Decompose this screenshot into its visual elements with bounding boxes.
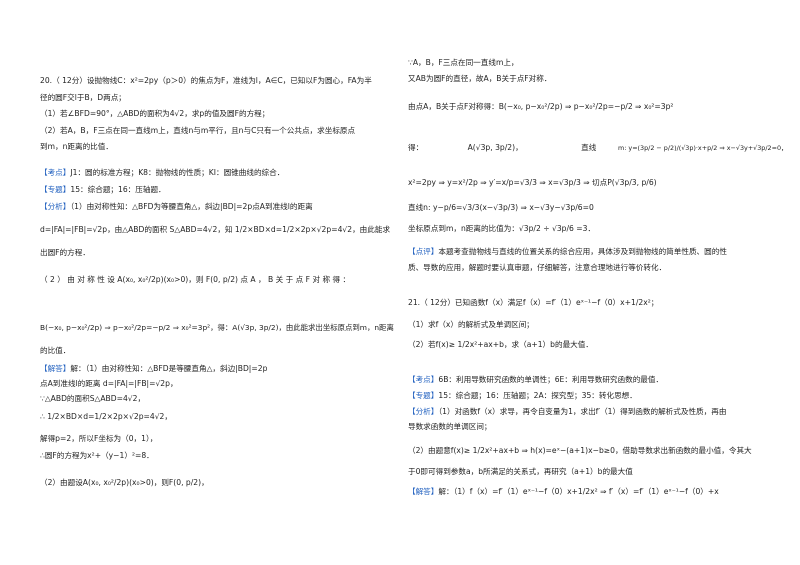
- right-line-4-de: 得：: [408, 143, 424, 152]
- fenxi-section: 【分析】（1）由对称性知：△BFD为等腰直角△，斜边|BD|=2p点A到准线l的…: [40, 202, 313, 212]
- q21-fenxi-line-3: （2）由题意f(x)≥ 1/2x²+ax+b ⇒ h(x)=eˣ−(a+1)x−…: [408, 446, 752, 455]
- fenxi-tag: 【分析】: [40, 202, 71, 211]
- kaodian-section: 【考点】J1：圆的标准方程；K8：抛物线的性质；KI：圆锥曲线的综合．: [40, 168, 284, 178]
- question-20-part-2: （2）若A，B，F三点在同一直线m上，直线n与m平行，且n与C只有一个公共点，求…: [40, 126, 356, 135]
- jieda-line-7: （2）由题设A(x₀, x₀²/2p)(x₀>0)，则F(0, p/2)，: [40, 478, 209, 487]
- jieda-line-1: 解：（1）由对称性知：△BFD是等腰直角△，斜边|BD|=2p: [70, 364, 268, 373]
- right-line-3: 由点A，B关于点F对称得：B(−x₀, p−x₀²/2p) ⇒ p−x₀²/2p…: [408, 102, 674, 111]
- right-line-1: ∵A，B，F三点在同一直线m上，: [408, 58, 519, 67]
- q21-fenxi-line-4: 于0即可得到参数a，b所满足的关系式，再研究（a+1）b的最大值: [408, 467, 633, 476]
- right-line-5: x²=2py ⇒ y=x²/2p ⇒ y′=x/p=√3/3 ⇒ x=√3p/3…: [408, 178, 657, 187]
- question-20-line-1: 20.（ 12分）设抛物线C：x²=2py（p＞0）的焦点为F，准线为l，A∈C…: [40, 76, 372, 85]
- dianping-section: 【点评】本题考查抛物线与直线的位置关系的综合应用，具体涉及到抛物线的简单性质、圆…: [408, 247, 727, 257]
- jieda-line-5: 解得p=2，所以F坐标为（0，1），: [40, 434, 158, 443]
- q21-fenxi-section: 【分析】（1）对函数f（x）求导，再令自变量为1，求出f′（1）得到函数的解析式…: [408, 407, 726, 417]
- question-21-line-1: 21.（ 12分）已知函数f（x）满足f（x）=f′（1）eˣ⁻¹−f（0）x+…: [408, 298, 659, 307]
- q21-zhuanti-tag: 【专题】: [408, 391, 439, 400]
- kaodian-tag: 【考点】: [40, 168, 71, 177]
- q21-kaodian-section: 【考点】6B：利用导数研究函数的单调性；6E：利用导数研究函数的最值．: [408, 375, 663, 385]
- question-20-line-2: 径的圆F交l于B，D两点；: [40, 93, 126, 102]
- q21-jieda-tag: 【解答】: [408, 487, 439, 496]
- fenxi-line-5: B(−x₀, p−x₀²/2p) ⇒ p−x₀²/2p=−p/2 ⇒ x₀²=3…: [40, 323, 394, 332]
- q21-fenxi-line-2: 导数求函数的单调区间；: [408, 422, 492, 431]
- q21-kaodian-tag: 【考点】: [408, 375, 439, 384]
- right-line-4-zhixian: 直线: [581, 143, 597, 152]
- dianping-tag: 【点评】: [408, 247, 439, 256]
- jieda-tag: 【解答】: [40, 364, 71, 373]
- jieda-line-2: 点A到准线l的距离 d=|FA|=|FB|=√2p，: [40, 379, 178, 388]
- right-line-2: 又AB为圆F的直径，故A，B关于点F对称．: [408, 74, 552, 83]
- q21-jieda-line-1: 解：（1）f（x）=f′（1）eˣ⁻¹−f（0）x+1/2x² ⇒ f′（x）=…: [438, 487, 719, 496]
- fenxi-line-1: （1）由对称性知：△BFD为等腰直角△，斜边|BD|=2p点A到准线l的距离: [70, 202, 313, 211]
- q21-zhuanti-section: 【专题】15：综合题；16：压轴题；2A：探究型；35：转化思想．: [408, 391, 637, 401]
- fenxi-line-3: 出圆F的方程．: [40, 248, 90, 257]
- right-line-4: 得： A(√3p, 3p/2)， 直线: [408, 143, 596, 153]
- fenxi-line-2: d=|FA|=|FB|=√2p，由△ABD的面积 S△ABD=4√2，知 1/2…: [40, 225, 391, 234]
- dianping-line-2: 质、导数的应用，解题时要认真审题，仔细解答，注意合理地进行等价转化．: [408, 263, 667, 272]
- zhuanti-tag: 【专题】: [40, 185, 71, 194]
- question-21-part-2: （2）若f(x)≥ 1/2x²+ax+b，求（a+1）b的最大值．: [408, 340, 593, 349]
- jieda-line-3: ∵△ABD的面积S△ABD=4√2，: [40, 394, 146, 403]
- question-21-part-1: （1）求f（x）的解析式及单调区间；: [408, 320, 534, 329]
- line-m-equation: m: y=(3p/2 − p/2)/(√3p)·x+p/2 ⇒ x−√3y+√3…: [618, 144, 788, 152]
- right-line-4-point-a: A(√3p, 3p/2)，: [467, 143, 523, 152]
- jieda-line-6: ∴圆F的方程为x²+（y−1）²=8．: [40, 451, 154, 460]
- zhuanti-text: 15：综合题；16：压轴题．: [70, 185, 166, 194]
- right-line-6: 直线n: y−p/6=√3/3(x−√3p/3) ⇒ x−√3y−√3p/6=0: [408, 203, 594, 212]
- q21-jieda-section: 【解答】解：（1）f（x）=f′（1）eˣ⁻¹−f（0）x+1/2x² ⇒ f′…: [408, 487, 719, 497]
- dianping-line-1: 本题考查抛物线与直线的位置关系的综合应用，具体涉及到抛物线的简单性质、圆的性: [438, 247, 727, 256]
- q21-zhuanti-text: 15：综合题；16：压轴题；2A：探究型；35：转化思想．: [438, 391, 637, 400]
- q21-kaodian-text: 6B：利用导数研究函数的单调性；6E：利用导数研究函数的最值．: [438, 375, 664, 384]
- jieda-section: 【解答】解：（1）由对称性知：△BFD是等腰直角△，斜边|BD|=2p: [40, 364, 267, 374]
- fenxi-line-4: （ 2 ） 由 对 称 性 设 A(x₀, x₀²/2p)(x₀>0)，则 F(…: [40, 275, 351, 284]
- zhuanti-section: 【专题】15：综合题；16：压轴题．: [40, 185, 166, 195]
- fenxi-line-6: 的比值．: [40, 346, 71, 355]
- jieda-line-4: ∴ 1/2×BD×d=1/2×2p×√2p=4√2，: [40, 412, 172, 421]
- right-line-7: 坐标原点到m，n距离的比值为：√3p/2 ÷ √3p/6 =3．: [408, 224, 596, 233]
- question-20-line-5: 到m，n距离的比值．: [40, 142, 113, 151]
- q21-fenxi-line-1: （1）对函数f（x）求导，再令自变量为1，求出f′（1）得到函数的解析式及性质，…: [438, 407, 727, 416]
- q21-fenxi-tag: 【分析】: [408, 407, 439, 416]
- question-20-part-1: （1）若∠BFD=90°，△ABD的面积为4√2，求p的值及圆F的方程；: [40, 109, 270, 118]
- kaodian-text: J1：圆的标准方程；K8：抛物线的性质；KI：圆锥曲线的综合．: [70, 168, 285, 177]
